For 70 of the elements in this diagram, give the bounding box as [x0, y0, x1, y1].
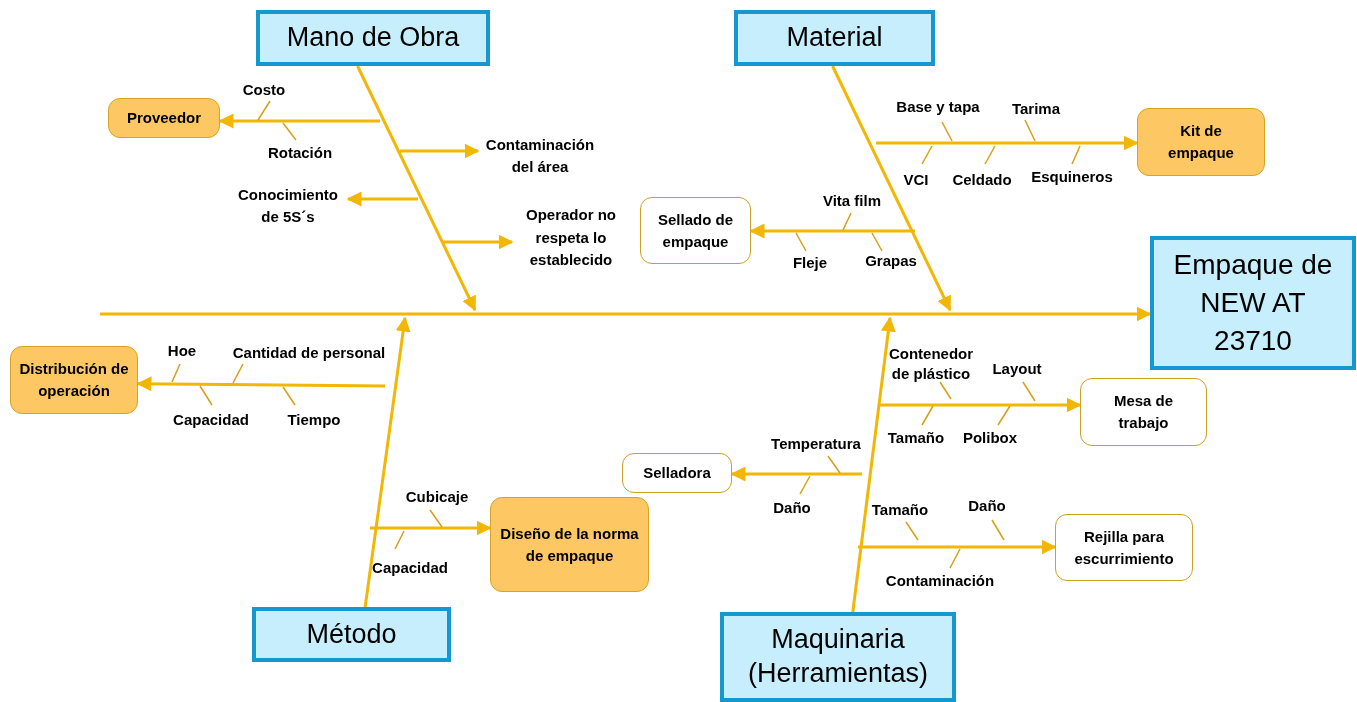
cause-box	[10, 346, 138, 414]
sub-cause-label: Fleje	[792, 253, 828, 273]
sub-cause-label: Contaminación	[885, 571, 995, 591]
cause-box	[1055, 514, 1193, 581]
sub-cause-label: Vita film	[822, 191, 882, 211]
node-label: Mesa de trabajo	[1112, 391, 1175, 433]
node-label: Empaque de NEW AT 23710	[1172, 248, 1334, 358]
arrow	[356, 65, 477, 312]
arrow	[730, 466, 862, 482]
cause-box	[108, 98, 220, 138]
category-box	[256, 10, 490, 66]
sub-cause-label: Hoe	[167, 341, 197, 361]
sub-cause-label: Celdado	[952, 170, 1012, 190]
sub-cause-label: Rotación	[267, 143, 333, 163]
arrow	[880, 397, 1082, 413]
sub-cause-label: Polibox	[962, 428, 1018, 448]
arrow	[346, 191, 418, 207]
node-label: Maquinaria (Herramientas)	[746, 623, 929, 690]
arrow	[749, 223, 915, 239]
arrow	[851, 316, 896, 613]
arrow	[100, 306, 1152, 322]
node-label: Distribución de operación	[19, 359, 129, 401]
cause-box	[640, 197, 751, 264]
sub-cause-label: Contenedor de plástico	[887, 344, 975, 385]
node-label: Material	[786, 21, 883, 55]
arrow	[858, 539, 1057, 555]
sub-cause-label: Temperatura	[771, 434, 861, 454]
sub-cause-label: Capacidad	[372, 558, 448, 578]
arrow	[831, 65, 952, 312]
cause-box	[622, 453, 732, 493]
node-label: Rejilla para escurrimiento	[1073, 526, 1175, 569]
node-label: Proveedor	[126, 108, 202, 129]
node-label: Diseño de la norma de empaque	[499, 523, 640, 566]
cause-box	[1080, 378, 1207, 446]
sub-cause-label: Layout	[992, 359, 1042, 379]
sub-cause-label: Daño	[773, 498, 811, 518]
sub-cause-label: Daño	[968, 496, 1006, 516]
node-label: Sellado de empaque	[657, 209, 734, 252]
arrow	[876, 135, 1139, 151]
node-label: Kit de empaque	[1167, 121, 1235, 163]
sub-cause-label: Capacidad	[173, 410, 249, 430]
cause-box	[490, 497, 649, 592]
category-box	[252, 607, 451, 662]
category-box	[734, 10, 935, 66]
node-label: Mano de Obra	[286, 21, 460, 55]
cause-text: Contaminación del área	[478, 132, 602, 180]
sub-cause-label: Cubicaje	[405, 487, 469, 507]
node-label: Selladora	[643, 463, 711, 484]
sub-cause-label: Cantidad de personal	[232, 343, 386, 363]
sub-cause-label: Esquineros	[1031, 167, 1113, 187]
cause-box	[1137, 108, 1265, 176]
arrow	[443, 234, 514, 250]
arrow	[363, 316, 411, 608]
arrow	[136, 376, 385, 392]
arrow	[370, 520, 492, 536]
cause-text: Conocimiento de 5S´s	[228, 182, 348, 230]
sub-cause-label: Base y tapa	[896, 97, 980, 117]
sub-cause-label: Tamaño	[887, 428, 945, 448]
sub-cause-label: VCI	[903, 170, 929, 190]
sub-cause-label: Grapas	[865, 251, 917, 271]
sub-cause-label: Tamaño	[871, 500, 929, 520]
arrow	[400, 143, 480, 159]
sub-cause-label: Tarima	[1011, 99, 1061, 119]
effect-box	[1150, 236, 1356, 370]
arrow	[218, 113, 380, 129]
sub-cause-label: Tiempo	[287, 410, 341, 430]
sub-cause-label: Costo	[242, 80, 286, 100]
category-box	[720, 612, 956, 702]
node-label: Método	[306, 617, 397, 651]
cause-text: Operador no respeta lo establecido	[512, 200, 630, 276]
